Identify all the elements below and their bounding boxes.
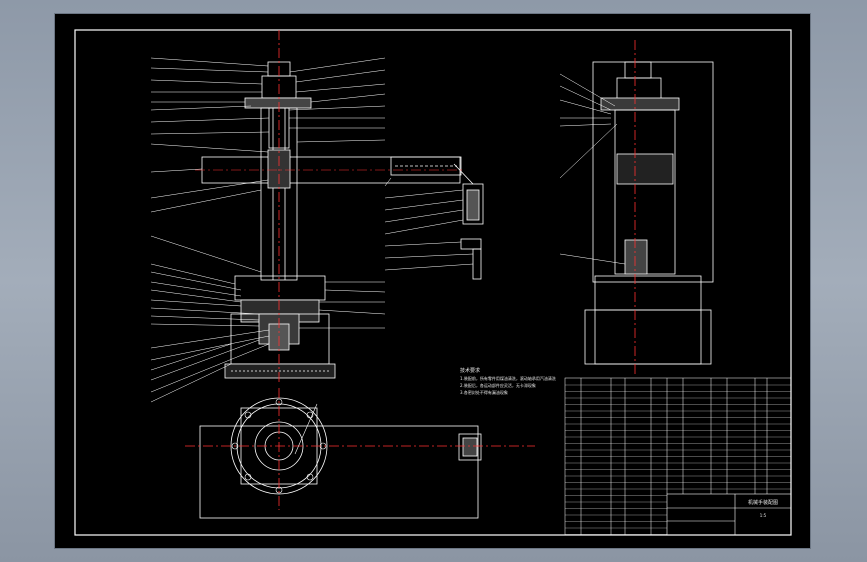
gripper-finger xyxy=(472,248,482,280)
drawing-scale: 1:5 xyxy=(760,513,767,518)
tech-line-2: 2.装配后，各运动部件应灵活，无卡滞现象 xyxy=(460,382,536,388)
leader-lines-right xyxy=(288,57,474,329)
side-flange xyxy=(600,97,680,111)
top-view xyxy=(199,397,482,519)
side-column-envelope xyxy=(592,61,714,283)
bolt-circle xyxy=(231,398,327,494)
cad-drawing: 技术要求 1.装配前，所有零件用煤油清洗，滚动轴承用汽油清洗 2.装配后，各运动… xyxy=(74,29,792,536)
side-view xyxy=(584,61,714,365)
tech-line-1: 1.装配前，所有零件用煤油清洗，滚动轴承用汽油清洗 xyxy=(460,375,556,381)
tech-requirements: 技术要求 1.装配前，所有零件用煤油清洗，滚动轴承用汽油清洗 2.装配后，各运动… xyxy=(460,367,556,395)
title-block xyxy=(666,493,792,536)
top-gripper xyxy=(458,433,482,461)
upper-flange xyxy=(244,97,312,109)
side-base xyxy=(594,275,702,365)
arm-end-cylinder xyxy=(390,156,462,176)
inner-border xyxy=(74,29,792,536)
tech-heading: 技术要求 xyxy=(460,367,480,374)
side-arm-section xyxy=(616,153,674,185)
drawing-title: 机械手装配图 xyxy=(748,499,778,506)
side-motor xyxy=(624,61,652,79)
parts-rows xyxy=(565,384,791,535)
section-arrow xyxy=(294,403,318,455)
side-leader-lines xyxy=(559,73,626,265)
top-arm-outline xyxy=(199,425,479,519)
gripper-base xyxy=(460,238,482,250)
front-view xyxy=(201,61,484,379)
tech-line-3: 3.各密封处不得有漏油现象 xyxy=(460,389,508,395)
drawing-sheet: 技术要求 1.装配前，所有零件用煤油清洗，滚动轴承用汽油清洗 2.装配后，各运动… xyxy=(55,14,810,548)
leader-lines-left xyxy=(150,57,270,403)
